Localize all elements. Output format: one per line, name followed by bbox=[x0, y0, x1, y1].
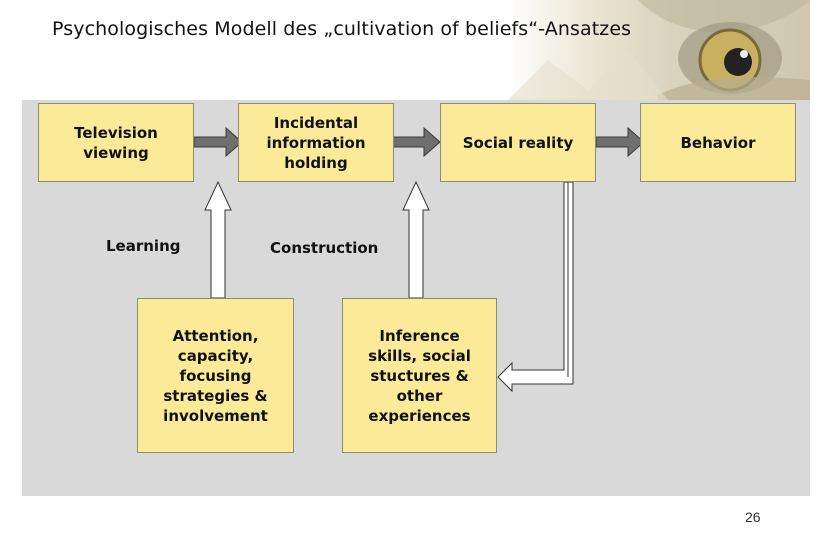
box-inference: Inference skills, social stuctures & oth… bbox=[342, 298, 497, 453]
arrow-incidental-to-social bbox=[391, 126, 441, 158]
box-behavior: Behavior bbox=[640, 103, 796, 182]
owl-decoration bbox=[508, 0, 810, 100]
arrow-social-to-behavior bbox=[595, 126, 645, 158]
box-social-reality-label: Social reality bbox=[462, 133, 574, 152]
arrow-television-to-incidental bbox=[193, 126, 243, 158]
box-social-reality: Social reality bbox=[440, 103, 596, 182]
box-television-viewing: Television viewing bbox=[38, 103, 194, 182]
owl-eye-image bbox=[508, 0, 810, 100]
box-television-viewing-label: Television viewing bbox=[74, 123, 158, 162]
arrow-social-to-inference bbox=[497, 181, 574, 393]
box-attention: Attention, capacity, focusing strategies… bbox=[137, 298, 294, 453]
label-learning: Learning bbox=[106, 237, 181, 255]
page-number: 26 bbox=[745, 509, 761, 525]
page-title: Psychologisches Modell des „cultivation … bbox=[52, 18, 632, 40]
box-incidental-label: Incidental information holding bbox=[266, 113, 366, 172]
label-construction: Construction bbox=[270, 239, 379, 257]
box-incidental-information-holding: Incidental information holding bbox=[238, 103, 394, 182]
box-behavior-label: Behavior bbox=[680, 133, 756, 152]
arrow-attention-to-television bbox=[204, 180, 232, 299]
arrow-inference-to-incidental bbox=[402, 180, 430, 299]
box-inference-label: Inference skills, social stuctures & oth… bbox=[368, 326, 471, 425]
box-attention-label: Attention, capacity, focusing strategies… bbox=[163, 326, 268, 425]
